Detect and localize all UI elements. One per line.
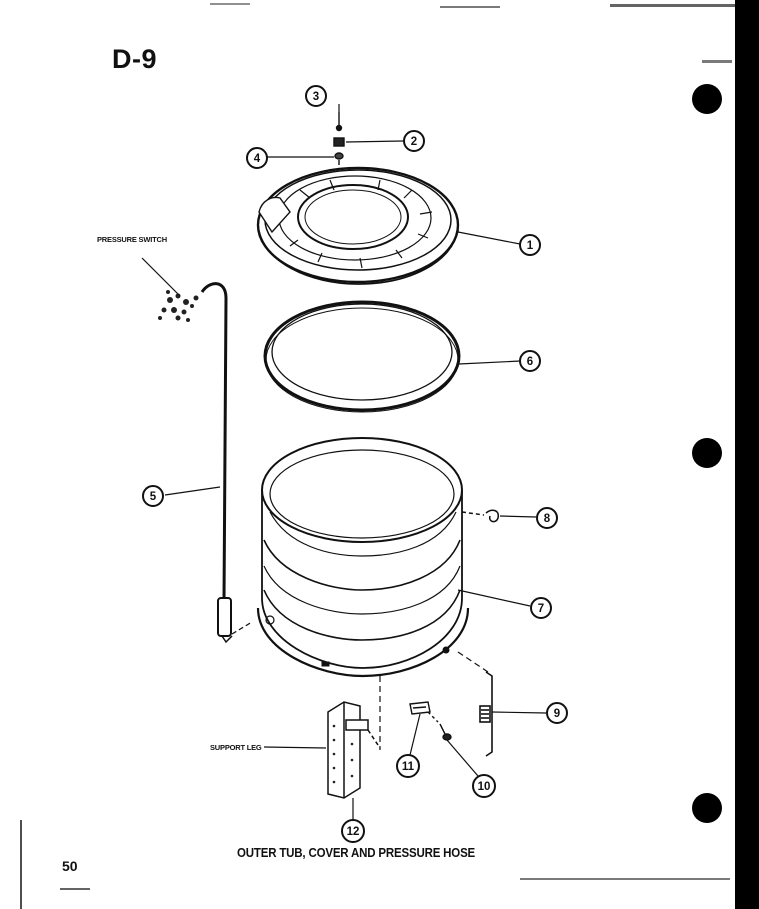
callout-number: 4 — [254, 153, 261, 165]
part-tub-cover — [256, 166, 460, 285]
callout-1: 1 — [519, 234, 541, 256]
callout-10: 10 — [472, 774, 496, 798]
callout-number: 3 — [313, 91, 319, 103]
part-pressure-hose — [200, 282, 253, 644]
support-leg-label: SUPPORT LEG — [210, 743, 262, 752]
callout-5: 5 — [142, 485, 164, 507]
part-support-leg — [327, 701, 381, 799]
callout-number: 10 — [478, 781, 491, 793]
leader-lines — [141, 104, 547, 820]
callout-number: 9 — [554, 708, 560, 720]
part-outer-tub — [256, 437, 489, 750]
callout-number: 1 — [527, 240, 534, 252]
part-clip-8 — [461, 509, 500, 523]
callout-7: 7 — [530, 597, 552, 619]
callout-number: 5 — [150, 491, 157, 503]
binder-hole-top — [692, 84, 722, 114]
callout-6: 6 — [519, 350, 541, 372]
part-clip-11 — [409, 701, 431, 715]
callout-number: 2 — [411, 136, 417, 148]
page-number: 50 — [62, 858, 78, 874]
callout-11: 11 — [396, 754, 420, 778]
part-screw-10 — [427, 711, 452, 741]
callout-8: 8 — [536, 507, 558, 529]
callout-4: 4 — [246, 147, 268, 169]
callout-12: 12 — [341, 819, 365, 843]
binder-hole-bottom — [692, 793, 722, 823]
section-id: D-9 — [112, 44, 158, 74]
callout-2: 2 — [403, 130, 425, 152]
callout-number: 6 — [527, 356, 533, 368]
part-bracket-9 — [479, 671, 493, 757]
pressure-switch-label: PRESSURE SWITCH — [97, 235, 167, 244]
callout-3: 3 — [305, 85, 327, 107]
pressure-switch-graphic — [158, 290, 199, 322]
scan-artifacts — [20, 0, 759, 909]
callout-number: 8 — [544, 513, 551, 525]
diagram-caption: OUTER TUB, COVER AND PRESSURE HOSE — [237, 846, 476, 860]
part-tub-ring — [263, 300, 461, 413]
callout-number: 12 — [347, 826, 360, 838]
binder-hole-middle — [692, 438, 722, 468]
callout-9: 9 — [546, 702, 568, 724]
callout-number: 11 — [402, 761, 415, 773]
callout-number: 7 — [538, 603, 544, 615]
